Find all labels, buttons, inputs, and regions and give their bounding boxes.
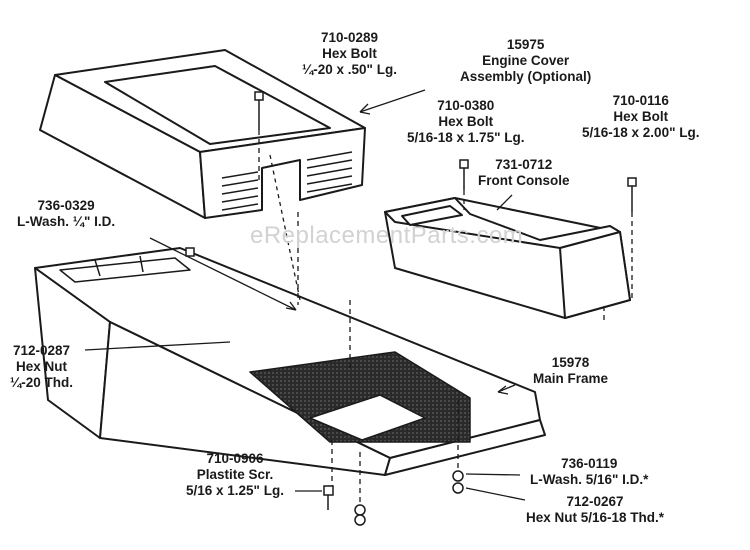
hardware-drawing	[185, 91, 637, 526]
part-name: Engine Cover	[482, 53, 570, 68]
label-hex-bolt-710-0116: 710-0116 Hex Bolt 5/16-18 x 2.00" Lg.	[582, 93, 699, 141]
part-name: Main Frame	[533, 371, 609, 386]
part-number: 710-0289	[320, 30, 378, 45]
part-number: 710-0380	[437, 98, 495, 113]
part-spec: ¼-20 x .50" Lg.	[302, 62, 397, 77]
label-main-frame-15978: 15978 Main Frame	[533, 355, 608, 387]
part-number: 15975	[506, 37, 545, 52]
part-text: Hex Nut 5/16-18 Thd.*	[526, 510, 665, 525]
part-name: L-Wash. ¼" I.D.	[17, 214, 116, 229]
part-name: Hex Bolt	[438, 114, 494, 129]
part-name: Plastite Scr.	[196, 467, 274, 482]
part-name: Hex Bolt	[322, 46, 377, 61]
label-hex-bolt-710-0380: 710-0380 Hex Bolt 5/16-18 x 1.75" Lg.	[407, 98, 524, 146]
part-name: Hex Bolt	[613, 109, 669, 124]
front-console-drawing	[384, 197, 631, 319]
watermark: eReplacementParts.com	[250, 222, 524, 249]
part-number: 736-0119	[561, 456, 618, 471]
part-spec: ¼-20 Thd.	[10, 375, 74, 390]
label-hex-bolt-710-0289: 710-0289 Hex Bolt ¼-20 x .50" Lg.	[302, 30, 397, 78]
label-engine-cover-15975: 15975 Engine Cover Assembly (Optional)	[460, 37, 591, 85]
part-spec: 5/16-18 x 2.00" Lg.	[582, 125, 700, 140]
label-lock-washer-736-0119: 736-0119 L-Wash. 5/16" I.D.*	[530, 456, 648, 488]
main-frame-drawing	[34, 247, 546, 476]
label-hex-nut-712-0267: 712-0267 Hex Nut 5/16-18 Thd.*	[526, 494, 664, 526]
part-name: Front Console	[478, 173, 570, 188]
assembly-lines	[84, 89, 633, 505]
label-hex-nut-712-0287: 712-0287 Hex Nut ¼-20 Thd.	[10, 343, 73, 391]
label-front-console-731-0712: 731-0712 Front Console	[478, 157, 570, 189]
part-number: 712-0287	[12, 343, 71, 358]
part-number: 710-0906	[206, 451, 264, 466]
label-lock-washer-736-0329: 736-0329 L-Wash. ¼" I.D.	[17, 198, 115, 230]
part-name: Hex Nut	[16, 359, 68, 374]
part-spec: 5/16-18 x 1.75" Lg.	[407, 130, 525, 145]
part-number: 731-0712	[495, 157, 553, 172]
label-plastite-screw-710-0906: 710-0906 Plastite Scr. 5/16 x 1.25" Lg.	[186, 451, 284, 499]
part-number: 712-0267	[566, 494, 624, 509]
part-number: 736-0329	[37, 198, 95, 213]
part-spec: Assembly (Optional)	[460, 69, 592, 84]
part-number: 710-0116	[612, 93, 669, 108]
part-number: 15978	[551, 355, 590, 370]
engine-cover-drawing	[39, 49, 366, 219]
part-text: L-Wash. 5/16" I.D.*	[530, 472, 649, 487]
part-spec: 5/16 x 1.25" Lg.	[186, 483, 284, 498]
